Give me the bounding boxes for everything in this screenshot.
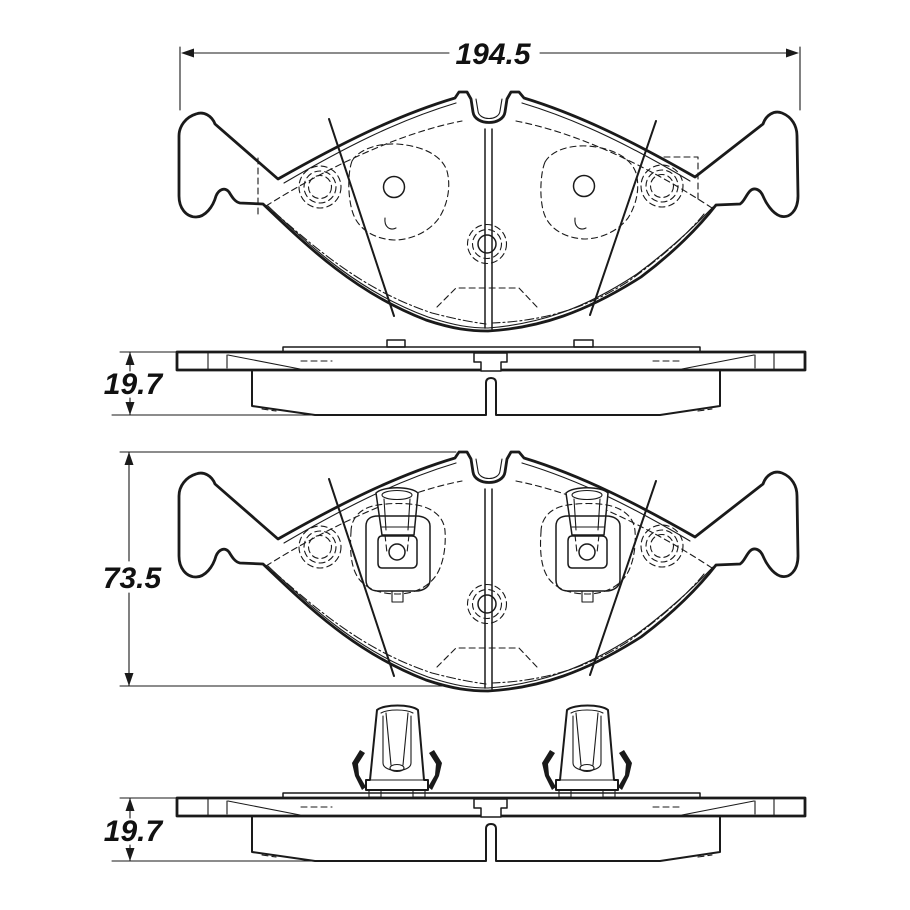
dimension-label-overall-width: 194.5	[455, 38, 531, 71]
dimension-overall-width: 194.5	[179, 38, 801, 111]
mount-tab	[386, 339, 406, 348]
arrow-up-icon	[124, 452, 134, 465]
arrow-down-icon	[125, 402, 135, 415]
arrow-up-icon	[125, 352, 135, 365]
arrow-down-icon	[125, 848, 135, 861]
arrow-left-icon	[181, 48, 194, 58]
dimension-pad-height: 73.5	[103, 451, 469, 687]
dimension-label-lower-thickness: 19.7	[104, 815, 164, 848]
dimension-label-pad-height: 73.5	[103, 562, 163, 595]
wear-sensor-side-right	[541, 704, 633, 798]
wear-sensor-side-left	[351, 704, 443, 798]
arrow-right-icon	[786, 48, 799, 58]
arrow-down-icon	[124, 673, 134, 686]
dimension-label-upper-thickness: 19.7	[104, 368, 164, 401]
rivet-details	[257, 143, 699, 241]
pad-front-view-with-wear-sensors	[177, 450, 800, 693]
dimension-lower-thickness: 19.7	[104, 797, 487, 862]
pad-front-view-top	[177, 90, 800, 333]
dimension-upper-thickness: 19.7	[104, 351, 487, 416]
mount-tab	[573, 339, 594, 348]
arrow-up-icon	[125, 798, 135, 811]
pad-side-view-upper	[175, 339, 807, 417]
pad-side-view-lower-with-wear-sensors	[175, 704, 807, 863]
